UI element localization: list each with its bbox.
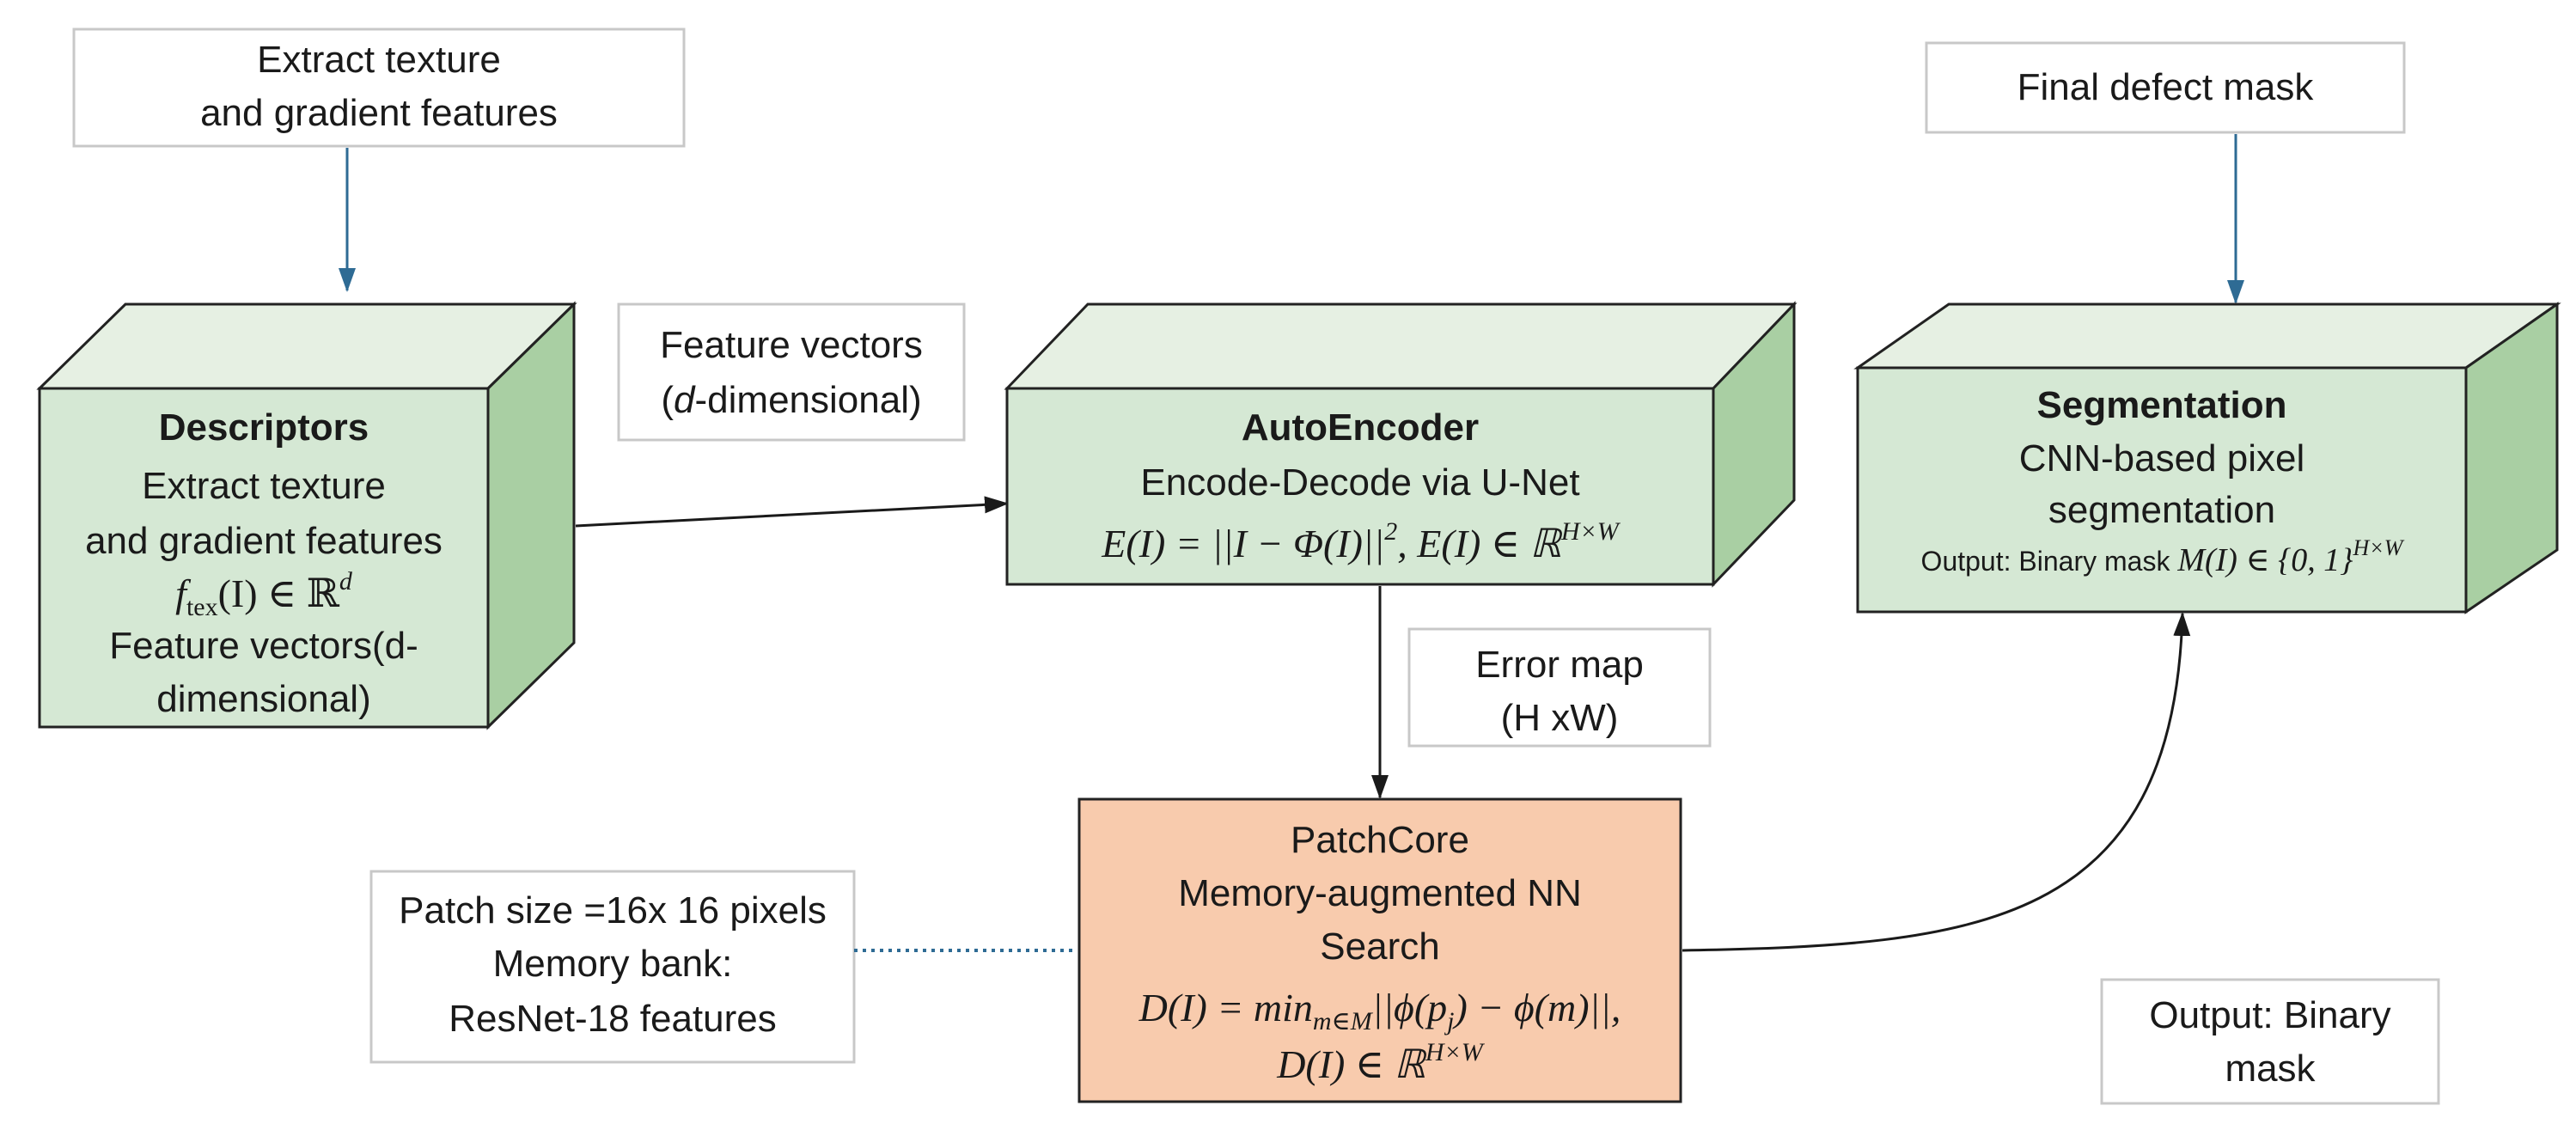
segmentation-line2: segmentation [2048, 489, 2275, 531]
patchcore-line1: PatchCore [1291, 819, 1469, 861]
patch-size-note: Patch size =16x 16 pixels Memory bank: R… [369, 870, 856, 1064]
autoencoder-title: AutoEncoder [1242, 406, 1479, 449]
patch-note-line3: ResNet-18 features [449, 998, 777, 1040]
segmentation-line1: CNN-based pixel [2019, 437, 2305, 480]
arrow-patchcore-to-segmentation [1682, 612, 2191, 952]
extract-features-note: Extract texture and gradient features [72, 27, 686, 148]
feature-note-line1: Feature vectors [660, 324, 923, 366]
output-note-line1: Output: Binary [2149, 994, 2390, 1036]
descriptors-line1: Extract texture [142, 465, 386, 507]
segmentation-title: Segmentation [2037, 384, 2287, 426]
segmentation-output: Output: Binary mask M(I) ∈ {0, 1}H×W [1921, 535, 2405, 578]
patchcore-line3: Search [1320, 925, 1439, 968]
descriptors-line4: Feature vectors(d- [109, 625, 418, 667]
output-binary-mask-note: Output: Binary mask [2100, 978, 2440, 1105]
feature-note-line2: (d-dimensional) [661, 379, 921, 421]
arrow-descriptors-to-autoencoder [575, 496, 1009, 528]
descriptors-title: Descriptors [159, 406, 369, 449]
final-mask-text: Final defect mask [2017, 66, 2315, 108]
patchcore-box: PatchCore Memory-augmented NN Search D(I… [1077, 797, 1682, 1103]
autoencoder-formula: E(I) = ||I − Φ(I)||2, E(I) ∈ ℝH×W [1101, 517, 1621, 565]
autoencoder-cube: AutoEncoder Encode-Decode via U-Net E(I)… [1004, 301, 1798, 588]
autoencoder-subtitle: Encode-Decode via U-Net [1140, 461, 1579, 504]
patchcore-line2: Memory-augmented NN [1178, 872, 1582, 914]
error-map-note: Error map (H xW) [1407, 627, 1712, 748]
patchcore-formula2: D(I) ∈ ℝH×W [1276, 1038, 1486, 1086]
extract-note-line2: and gradient features [200, 92, 558, 134]
error-map-line1: Error map [1475, 644, 1644, 686]
final-mask-note: Final defect mask [1925, 41, 2406, 134]
error-map-line2: (H xW) [1501, 697, 1619, 739]
descriptors-cube: Descriptors Extract texture and gradient… [36, 301, 577, 730]
descriptors-line2: and gradient features [85, 520, 443, 562]
descriptors-formula: ftex(I) ∈ ℝd [175, 567, 353, 621]
patch-note-line1: Patch size =16x 16 pixels [399, 889, 827, 932]
patchcore-formula1: D(I) = minm∈M||ϕ(pj) − ϕ(m)||, [1138, 986, 1621, 1035]
output-note-line2: mask [2225, 1048, 2316, 1090]
extract-note-line1: Extract texture [257, 39, 501, 81]
descriptors-line5: dimensional) [156, 678, 370, 720]
patch-note-line2: Memory bank: [493, 943, 733, 985]
segmentation-cube: Segmentation CNN-based pixel segmentatio… [1853, 302, 2561, 614]
feature-vectors-note: Feature vectors (d-dimensional) [617, 302, 966, 442]
